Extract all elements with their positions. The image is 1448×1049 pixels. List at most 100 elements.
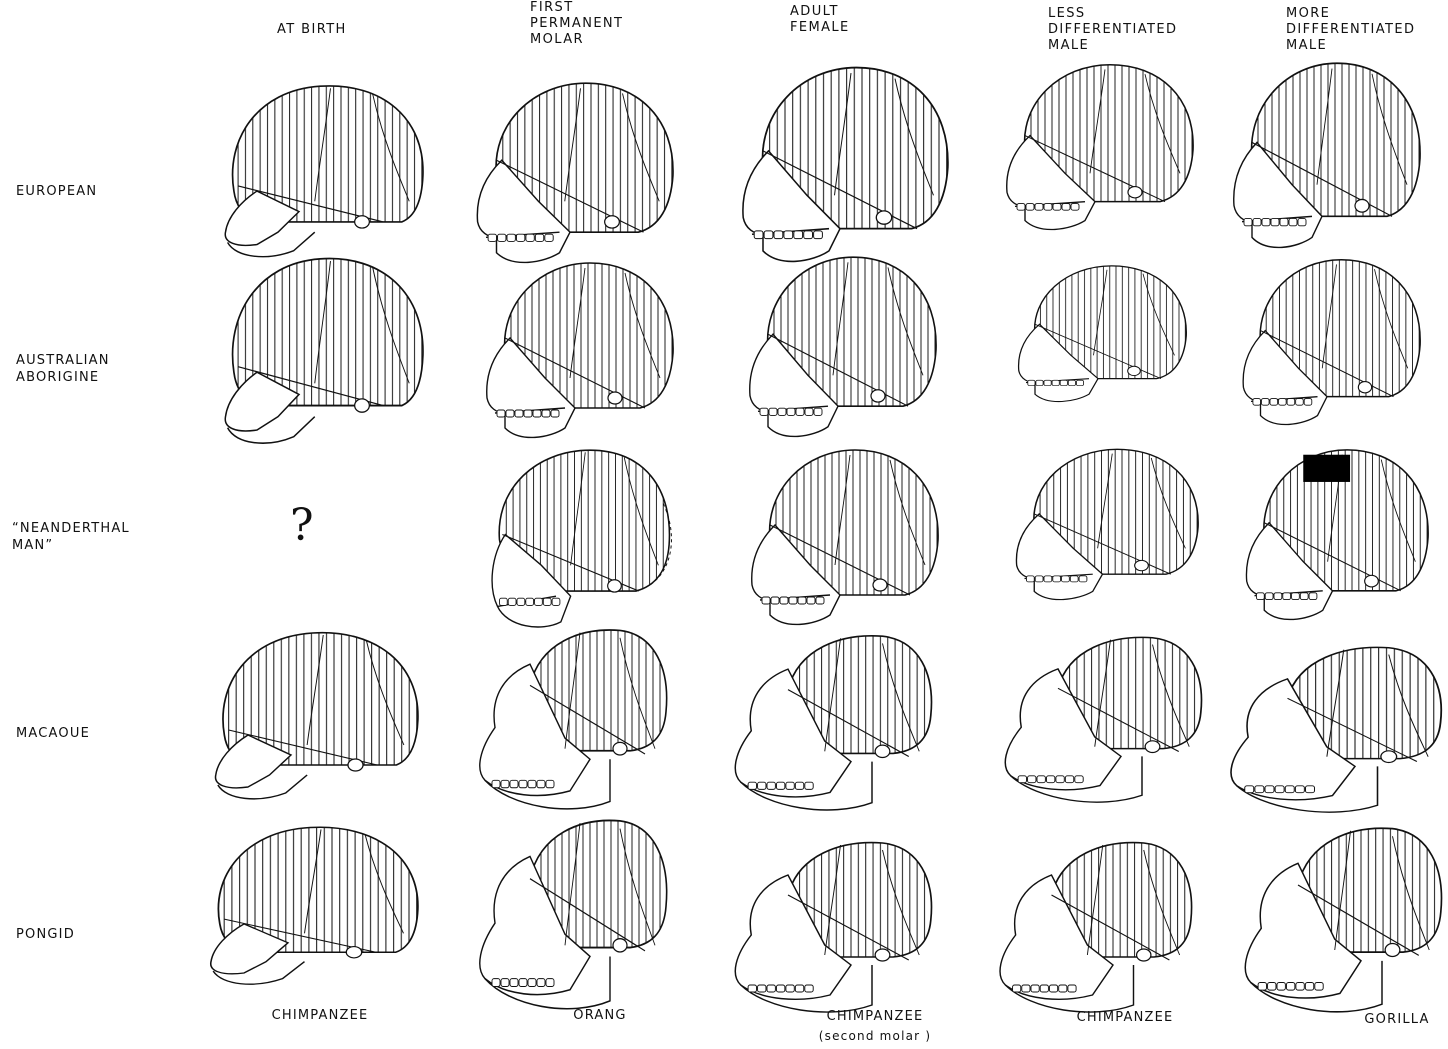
- tooth: [805, 408, 813, 415]
- tooth: [1286, 983, 1294, 991]
- tooth: [1292, 593, 1300, 600]
- tooth: [519, 780, 527, 787]
- tooth: [1280, 218, 1288, 225]
- tooth: [499, 598, 507, 605]
- ear-opening: [1385, 944, 1400, 957]
- tooth: [1277, 983, 1285, 991]
- tooth: [758, 985, 766, 992]
- tooth: [1068, 985, 1076, 992]
- skull-macaque-at-birth: [216, 633, 418, 799]
- tooth: [519, 979, 527, 987]
- row-label-line: MACAOUE: [16, 725, 90, 742]
- tooth: [1270, 399, 1278, 406]
- caption-chimpanzee-birth: CHIMPANZEE: [255, 1008, 385, 1023]
- row-label-macaque: MACAOUE: [16, 725, 90, 742]
- tooth: [767, 985, 775, 992]
- tooth: [515, 410, 523, 417]
- caption-second-molar: (second molar ): [805, 1029, 945, 1043]
- header-line: LESS: [1048, 6, 1177, 22]
- skull-neanderthal-adult-female: [752, 450, 938, 624]
- ear-opening: [1137, 949, 1151, 961]
- ear-opening: [346, 947, 361, 958]
- tooth: [1035, 576, 1043, 582]
- tooth: [762, 597, 770, 604]
- tooth: [492, 780, 500, 787]
- caption-gorilla: GORILLA: [1352, 1012, 1442, 1027]
- skull-pongid-less-diff-male: [1000, 843, 1192, 1012]
- header-line: PERMANENT: [530, 16, 623, 32]
- caption-chimpanzee-female: CHIMPANZEE: [810, 1009, 940, 1024]
- tooth: [528, 979, 536, 987]
- tooth: [1040, 985, 1048, 992]
- tooth: [786, 782, 794, 789]
- tooth: [497, 410, 505, 417]
- tooth: [758, 782, 766, 789]
- tooth: [1305, 983, 1313, 991]
- tooth: [1075, 776, 1083, 783]
- tooth: [1309, 593, 1317, 600]
- header-line: DIFFERENTIATED: [1048, 22, 1177, 38]
- ear-opening: [1381, 751, 1397, 763]
- tooth: [1056, 776, 1064, 783]
- tooth: [1070, 576, 1078, 582]
- header-line: MOLAR: [530, 32, 623, 48]
- ear-opening: [1365, 575, 1379, 587]
- tooth: [1274, 593, 1282, 600]
- tooth: [552, 598, 560, 605]
- tooth: [1026, 576, 1034, 582]
- tooth: [795, 782, 803, 789]
- ear-opening: [873, 579, 887, 591]
- tooth: [1028, 776, 1036, 783]
- row-label-line: PONGID: [16, 926, 75, 943]
- ear-opening: [875, 745, 890, 757]
- tooth: [769, 408, 777, 415]
- tooth: [807, 597, 815, 604]
- header-line: MALE: [1286, 38, 1415, 54]
- unknown-infant-marker: ?: [290, 500, 314, 551]
- tooth: [488, 234, 496, 241]
- tooth: [501, 979, 509, 987]
- tooth: [506, 410, 514, 417]
- skull-pongid-adult-female: [735, 843, 931, 1012]
- tooth: [1295, 786, 1304, 793]
- tooth: [1049, 985, 1057, 992]
- ear-opening: [608, 392, 622, 404]
- tooth: [1300, 593, 1308, 600]
- tooth: [1028, 380, 1035, 385]
- tooth: [1044, 576, 1052, 582]
- header-line: DIFFERENTIATED: [1286, 22, 1415, 38]
- tooth: [1253, 218, 1261, 225]
- tooth: [1036, 380, 1043, 385]
- tooth: [804, 231, 813, 239]
- tooth: [1244, 218, 1252, 225]
- tooth: [1013, 985, 1021, 992]
- tooth: [528, 780, 536, 787]
- tooth: [780, 597, 788, 604]
- tooth: [535, 598, 543, 605]
- ear-opening: [355, 399, 370, 412]
- header-line: MORE: [1286, 6, 1415, 22]
- header-line: MALE: [1048, 38, 1177, 54]
- tooth: [1053, 204, 1061, 211]
- tooth: [510, 780, 518, 787]
- skull-macaque-more-diff-male: [1231, 647, 1441, 812]
- tooth: [1059, 985, 1067, 992]
- tooth: [814, 408, 822, 415]
- skull-neanderthal-more-diff-male: [1246, 450, 1428, 620]
- skull-macaque-adult-female: [735, 636, 931, 810]
- tooth: [510, 979, 518, 987]
- tooth: [1283, 593, 1291, 600]
- row-label-neanderthal-man: “NEANDERTHAL MAN”: [12, 520, 130, 554]
- row-label-line: ABORIGINE: [16, 369, 110, 386]
- tooth: [537, 979, 545, 987]
- tooth: [1018, 776, 1026, 783]
- tooth: [1279, 399, 1287, 406]
- ear-opening: [1358, 382, 1371, 393]
- tooth: [1053, 576, 1061, 582]
- tooth: [1037, 776, 1045, 783]
- tooth: [774, 231, 783, 239]
- tooth: [1060, 380, 1067, 385]
- ear-opening: [876, 211, 891, 224]
- tooth: [1285, 786, 1294, 793]
- column-header-more-differentiated-male: MORE DIFFERENTIATED MALE: [1286, 6, 1415, 54]
